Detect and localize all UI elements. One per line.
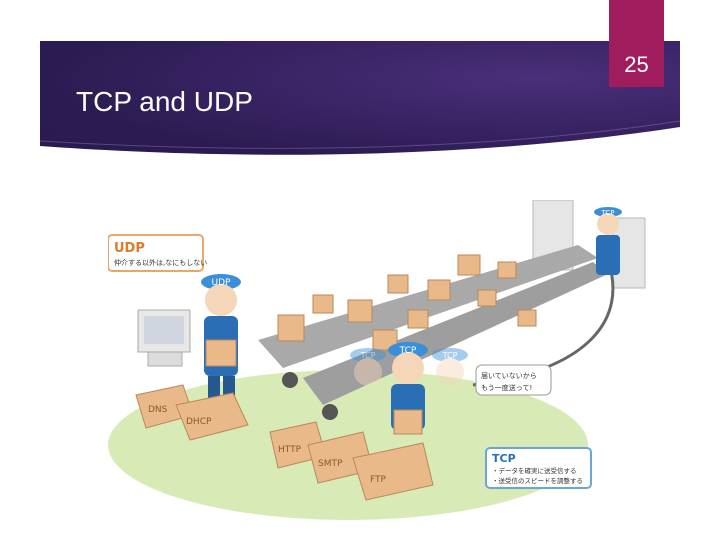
udp-label-box: UDP 仲介する以外は,なにもしない xyxy=(108,234,207,272)
tcp-ghost-right-label: TCP xyxy=(442,351,458,360)
tcp-worker-ghosts: TCP TCP xyxy=(350,348,468,386)
page-number-tab xyxy=(609,0,664,87)
packet-boxes xyxy=(277,254,537,351)
title-band xyxy=(40,41,680,166)
speech-line-1: 届いていないから xyxy=(481,372,537,380)
tcp-ghost-left-label: TCP xyxy=(360,351,376,360)
crate-dhcp-label: DHCP xyxy=(186,417,212,427)
computer-icon xyxy=(137,309,191,367)
tcp-cap-top-label: TCP xyxy=(601,209,615,217)
slide-title: TCP and UDP xyxy=(76,86,253,117)
udp-worker: UDP xyxy=(201,274,241,400)
speech-line-2: もう一度送って! xyxy=(481,383,532,392)
tcp-box-line-1: ・データを確実に送受信する xyxy=(492,466,577,475)
crate-dhcp: DHCP xyxy=(175,392,249,441)
crate-smtp-label: SMTP xyxy=(318,459,343,469)
tcp-box-line-2: ・送受信のスピードを調整する xyxy=(492,476,583,485)
crate-dns-label: DNS xyxy=(148,405,168,415)
udp-box-title: UDP xyxy=(114,241,145,256)
page-number: 25 xyxy=(624,52,649,77)
crate-ftp-label: FTP xyxy=(370,475,387,485)
udp-box-desc: 仲介する以外は,なにもしない xyxy=(114,258,207,267)
crate-ftp: FTP xyxy=(352,442,434,501)
speech-bubble: 届いていないから もう一度送って! xyxy=(475,364,552,396)
tcp-worker: TCP xyxy=(388,342,428,435)
crate-http-label: HTTP xyxy=(278,445,302,455)
title-band-swoosh xyxy=(40,120,680,166)
udp-cap-label: UDP xyxy=(212,278,232,288)
tcp-worker-top: TCP xyxy=(594,207,622,275)
tcp-cap-label: TCP xyxy=(399,346,417,356)
tcp-label-box: TCP ・データを確実に送受信する ・送受信のスピードを調整する xyxy=(485,447,592,489)
tcp-udp-illustration: UDP TCP TCP TCP TCP 届いていないから もう一度送って! DN… xyxy=(108,200,646,520)
tcp-box-title: TCP xyxy=(492,452,516,465)
